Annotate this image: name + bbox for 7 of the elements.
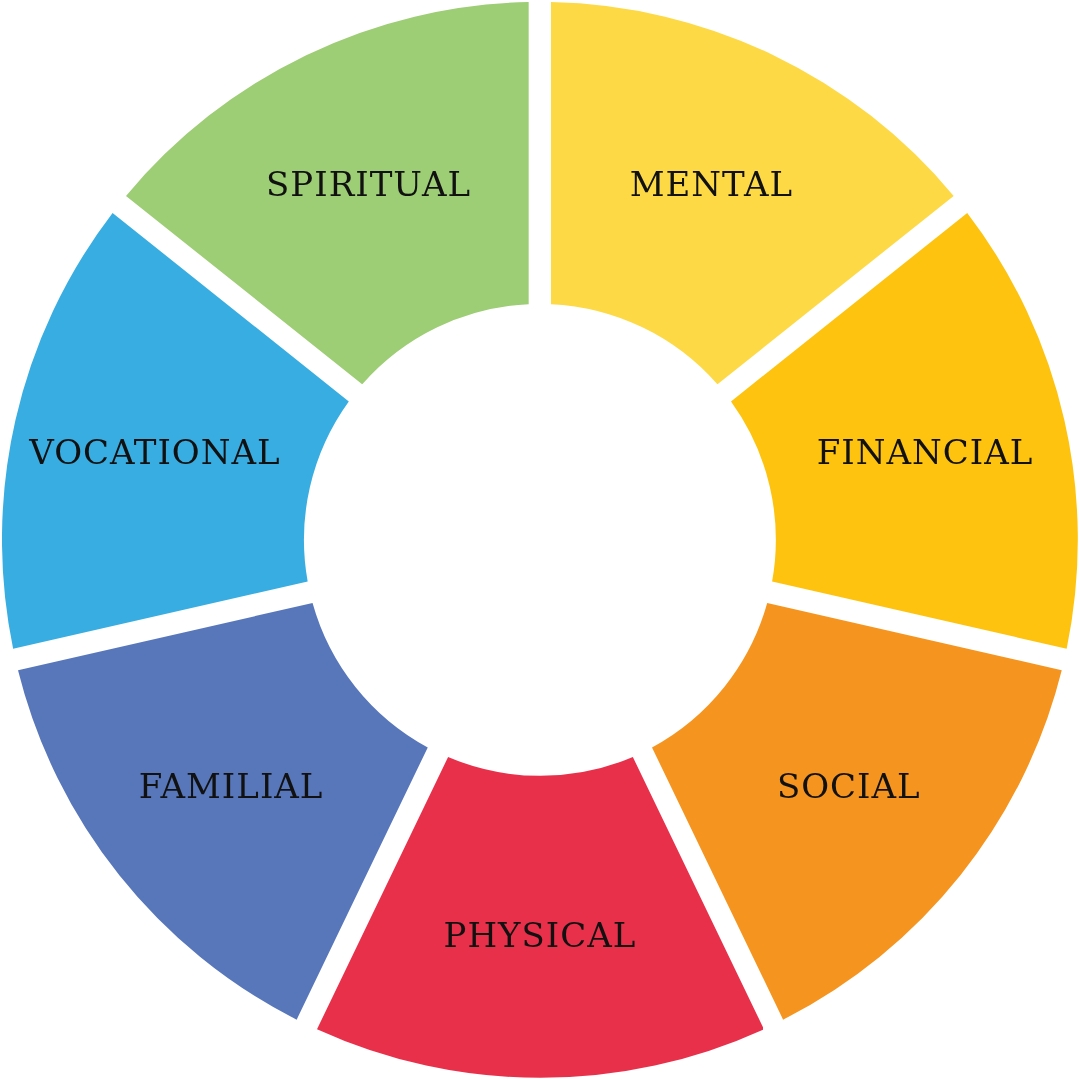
segment-label: VOCATIONAL: [29, 432, 281, 473]
segment-label: MENTAL: [629, 164, 794, 205]
segment-label: FINANCIAL: [816, 432, 1034, 473]
segment-label: SOCIAL: [776, 766, 921, 807]
segment-label: FAMILIAL: [138, 766, 324, 807]
segment-label: PHYSICAL: [443, 915, 637, 955]
segment-label: SPIRITUAL: [266, 164, 472, 205]
